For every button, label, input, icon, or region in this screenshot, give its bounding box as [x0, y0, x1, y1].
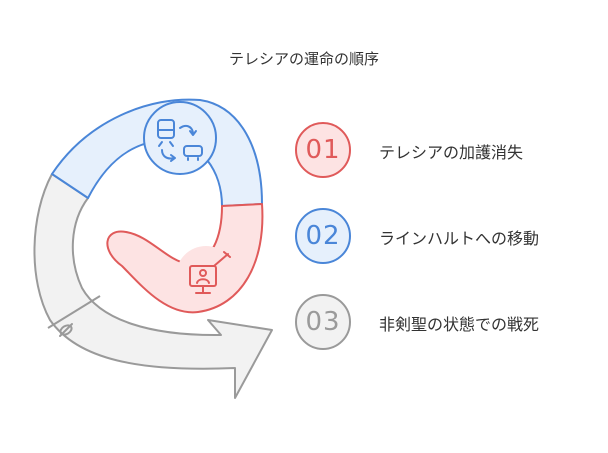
gray-arrow-segment [33, 173, 273, 399]
train-car-swap-icon [157, 119, 203, 162]
step-label: 非剣聖の状態での戦死 [379, 315, 540, 334]
step-03: 03 非剣聖の状態での戦死 [295, 294, 595, 354]
step-number-badge: 01 [295, 122, 351, 178]
step-label: テレシアの加護消失 [379, 143, 524, 162]
diagram-title: テレシアの運命の順序 [228, 50, 379, 68]
sword-icon [59, 323, 73, 337]
step-02: 02 ラインハルトへの移動 [295, 208, 595, 268]
presentation-teacher-icon [189, 251, 231, 294]
gray-segment-divider [47, 295, 101, 329]
step-number-badge: 03 [295, 294, 351, 350]
step-01: 01 テレシアの加護消失 [295, 122, 595, 182]
step-label: ラインハルトへの移動 [379, 229, 540, 248]
step-number-badge: 02 [295, 208, 351, 264]
blue-icon-bubble [143, 101, 217, 175]
